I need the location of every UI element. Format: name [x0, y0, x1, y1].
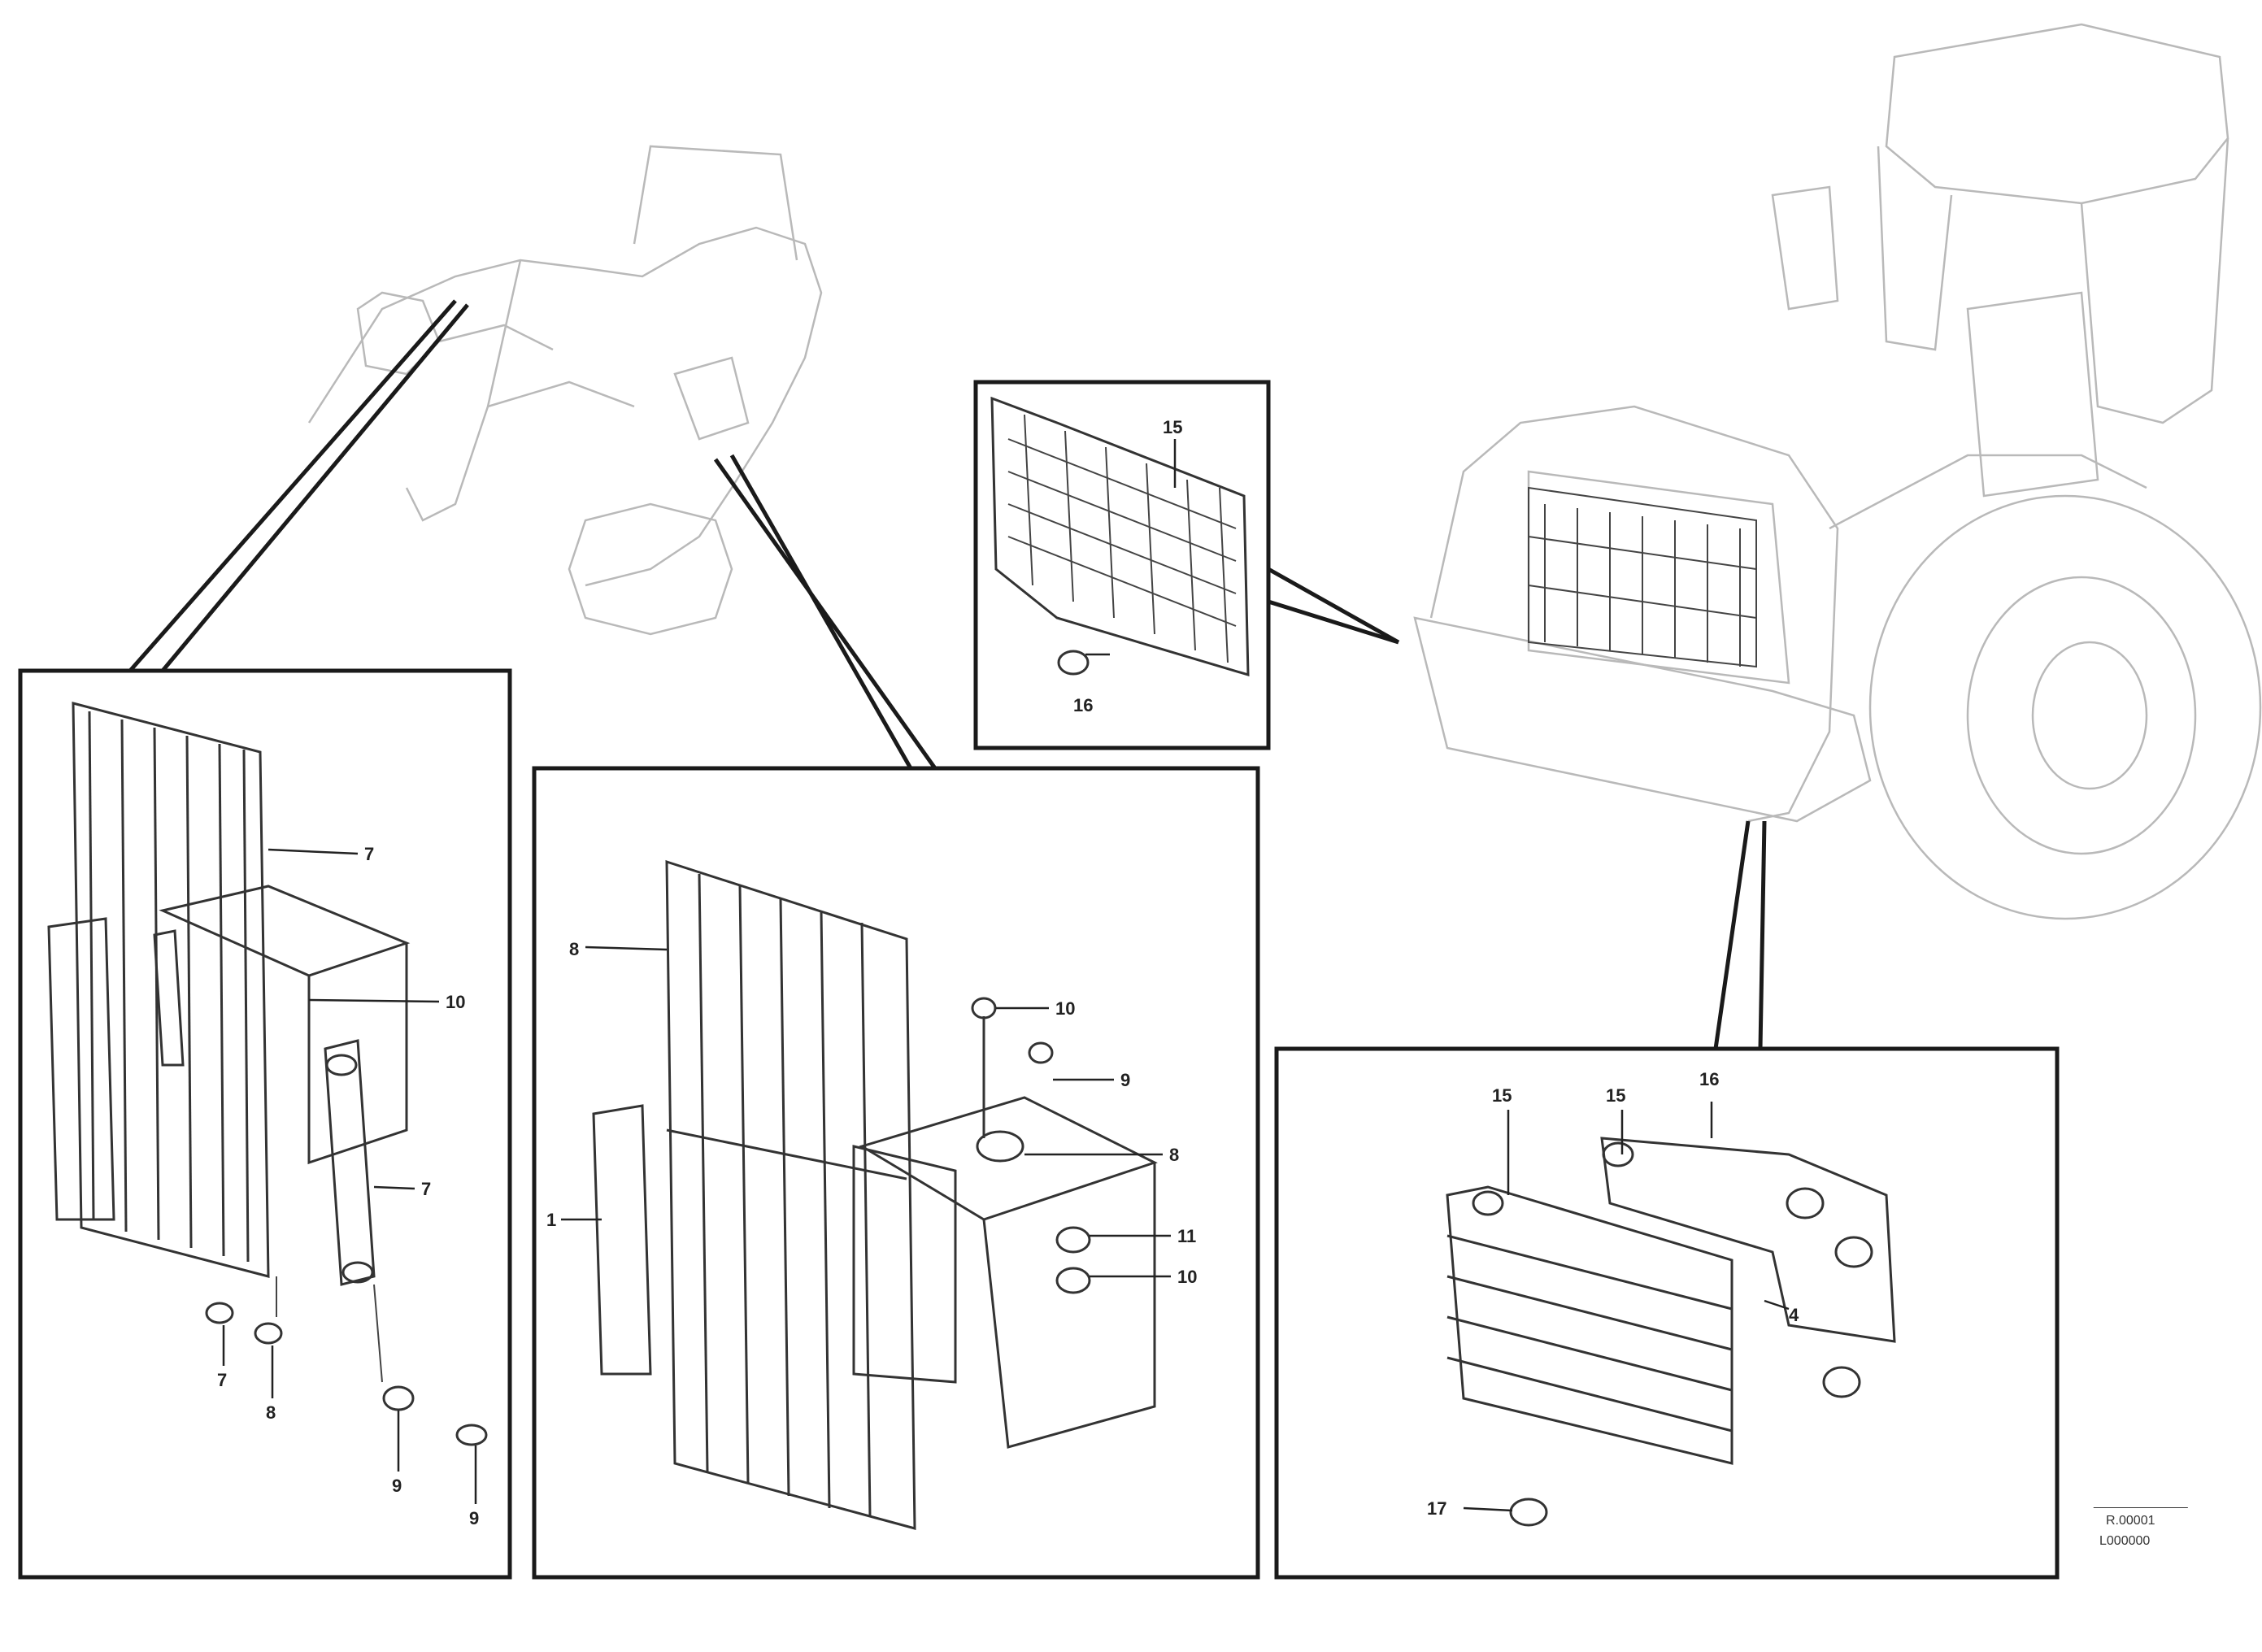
loader-sketch-side	[307, 145, 823, 636]
callout-a-4: 7	[217, 1370, 227, 1390]
callout-d-5: 17	[1427, 1498, 1446, 1519]
reference-line-1: _____________	[2093, 1495, 2189, 1509]
reference-line-2: R.00001	[2106, 1514, 2155, 1528]
panel-a: 7 10 7 7 8 9 9	[18, 668, 512, 1580]
callout-a-3: 7	[421, 1179, 431, 1199]
callout-c-2: 16	[1073, 695, 1093, 715]
callout-d-1: 15	[1492, 1085, 1512, 1106]
callouts-c: 15 16	[1073, 417, 1182, 715]
callout-a-1: 7	[364, 844, 374, 864]
machine-grille	[1528, 486, 1757, 668]
callouts-d: 15 15 16 4 17	[1427, 1069, 1799, 1519]
callout-b-1: 8	[569, 939, 579, 959]
callout-a-2: 10	[446, 992, 465, 1012]
callout-d-3: 16	[1699, 1069, 1719, 1089]
callout-b-6: 11	[1177, 1226, 1196, 1246]
callout-b-3: 9	[1120, 1070, 1130, 1090]
callouts-a: 7 10 7 7 8 9 9	[217, 844, 479, 1528]
callout-b-5: 1	[546, 1210, 556, 1230]
callout-d-2: 15	[1606, 1085, 1625, 1106]
panel-c: 15 16	[973, 380, 1271, 750]
loader-sketch-front	[1413, 23, 2262, 920]
callout-c-1: 15	[1163, 417, 1182, 437]
callout-b-2: 10	[1055, 998, 1075, 1019]
panel-leaders	[128, 299, 1767, 1050]
grille-assembly-b	[592, 859, 1158, 1530]
callout-d-4: 4	[1789, 1305, 1799, 1325]
panel-b: 8 10 9 8 1 11 10	[532, 766, 1260, 1580]
callout-a-5: 8	[266, 1402, 276, 1423]
bracket-assembly-d	[1446, 1137, 1896, 1527]
callout-b-4: 8	[1169, 1145, 1179, 1165]
callout-b-7: 10	[1177, 1267, 1197, 1287]
panel-d: 15 15 16 4 17	[1274, 1046, 2060, 1580]
grille-assembly-a	[47, 702, 488, 1446]
reference-line-3: L000000	[2099, 1534, 2150, 1548]
grille-assembly-c	[990, 396, 1250, 677]
callout-a-7: 9	[469, 1508, 479, 1528]
callout-a-6: 9	[392, 1476, 402, 1496]
drawing-reference: _____________ R.00001 L000000	[2093, 1495, 2189, 1548]
callouts-b: 8 10 9 8 1 11 10	[546, 939, 1197, 1287]
